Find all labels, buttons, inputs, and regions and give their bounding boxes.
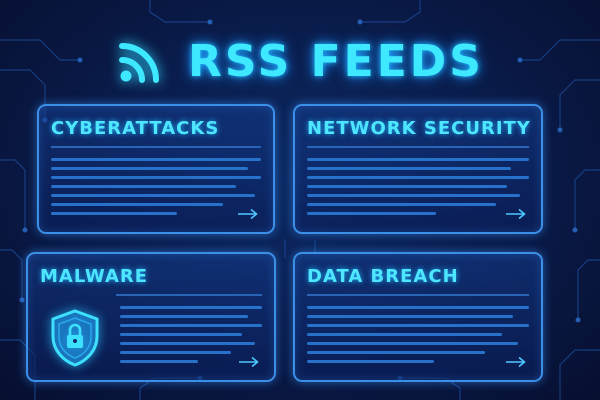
feed-card-network-security[interactable]: NETWORK SECURITY	[293, 104, 543, 234]
feed-title: MALWARE	[40, 266, 149, 287]
divider	[307, 294, 529, 296]
divider	[51, 146, 261, 148]
page-title: RSS FEEDS	[188, 35, 484, 87]
feed-text-lines	[51, 158, 261, 221]
feed-title: CYBERATTACKS	[51, 118, 220, 139]
feed-text-lines	[120, 306, 262, 369]
shield-lock-icon	[51, 309, 99, 367]
feed-title: DATA BREACH	[307, 266, 459, 287]
feed-card-cyberattacks[interactable]: CYBERATTACKS	[37, 104, 275, 234]
arrow-right-icon[interactable]	[505, 208, 527, 220]
feed-card-data-breach[interactable]: DATA BREACH	[293, 252, 543, 382]
arrow-right-icon[interactable]	[505, 356, 527, 368]
arrow-right-icon[interactable]	[238, 356, 260, 368]
divider	[307, 146, 529, 148]
page-header: RSS FEEDS	[0, 26, 600, 96]
arrow-right-icon[interactable]	[237, 208, 259, 220]
feed-text-lines	[307, 158, 529, 221]
feed-card-malware[interactable]: MALWARE	[26, 252, 276, 382]
feed-text-lines	[307, 306, 529, 369]
feed-title: NETWORK SECURITY	[307, 118, 531, 139]
divider	[116, 294, 262, 296]
rss-icon	[119, 43, 159, 83]
